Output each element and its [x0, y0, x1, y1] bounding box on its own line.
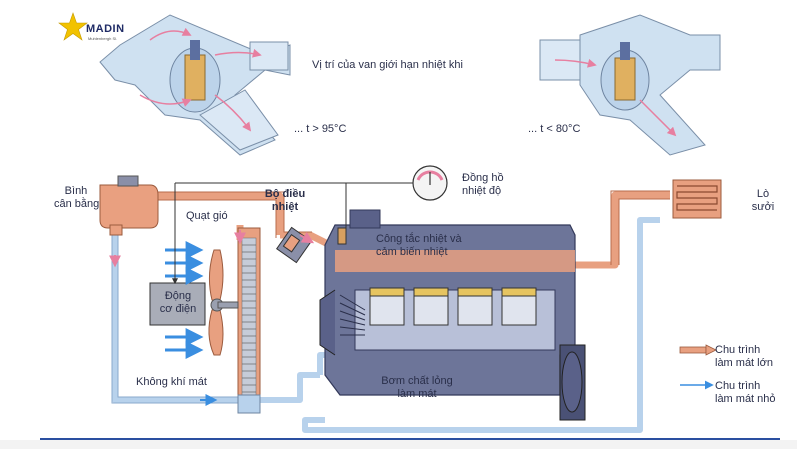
legend-large-cycle-label: Chu trình làm mát lớn — [715, 344, 773, 370]
cool-air-label: Không khí mát — [136, 376, 207, 388]
thermostat-valve-cold-illustration — [539, 14, 721, 156]
expansion-tank-label: Bình cân bằng — [54, 185, 100, 211]
thermostat-label-line2: nhiệt — [271, 201, 299, 213]
gauge-label-line2: nhiệt độ — [462, 185, 502, 197]
gauge-wires — [172, 182, 413, 285]
valve-position-title: Vị trí của van giới hạn nhiệt khi — [312, 59, 463, 71]
legend-small-cycle-line2: làm mát nhỏ — [715, 393, 776, 405]
legend — [679, 344, 717, 390]
thermostat-label-line1: Bộ điều — [264, 188, 306, 200]
thermostat-label: Bộ điều nhiệt — [262, 188, 308, 214]
heater-label-line1: Lò — [756, 188, 770, 200]
cool-air-arrows — [165, 241, 204, 359]
gauge-label-line1: Đồng hồ — [462, 172, 504, 184]
heater-label-line2: sưởi — [751, 201, 775, 213]
temperature-gauge — [412, 165, 448, 201]
temp-switch-label-line1: Công tắc nhiệt và — [376, 233, 462, 245]
cold-condition-label: ... t < 80°C — [528, 123, 581, 135]
logo-subtext: Muhlenbergh Sl. — [88, 36, 118, 41]
star-icon — [58, 12, 88, 41]
madin-logo: MADIN Muhlenbergh Sl. — [58, 12, 158, 42]
heater-core — [672, 179, 722, 219]
temp-switch-label: Công tắc nhiệt và cảm biến nhiệt — [376, 233, 462, 259]
electric-motor-label-line1: Động — [164, 290, 192, 302]
heater-label: Lò sưởi — [748, 188, 778, 214]
temp-switch-label-line2: cảm biến nhiệt — [376, 246, 448, 258]
legend-small-cycle-label: Chu trình làm mát nhỏ — [715, 380, 776, 406]
expansion-tank-label-line2: cân bằng — [54, 198, 100, 210]
legend-large-cycle-line2: làm mát lớn — [715, 357, 773, 369]
legend-large-cycle-line1: Chu trình — [715, 344, 761, 356]
expansion-tank-label-line1: Bình — [64, 185, 88, 197]
footer-band — [0, 440, 797, 449]
pistons — [369, 287, 537, 326]
temperature-sensor — [337, 227, 347, 245]
pump-label: Bơm chất lỏng làm mát — [362, 375, 472, 401]
hot-condition-label: ... t > 95°C — [294, 123, 347, 135]
pump-label-line1: Bơm chất lỏng — [381, 375, 453, 387]
fan-label: Quạt gió — [186, 210, 228, 222]
bottom-divider — [40, 438, 780, 440]
radiator — [237, 227, 261, 414]
gauge-label: Đồng hồ nhiệt độ — [462, 172, 504, 198]
fan — [208, 249, 239, 356]
electric-motor-label: Động cơ điện — [152, 290, 204, 316]
legend-large-cycle-swatch — [679, 346, 707, 354]
legend-small-cycle-line1: Chu trình — [715, 380, 761, 392]
thermostat-valve-hot-illustration — [99, 14, 291, 156]
pump-label-line2: làm mát — [397, 388, 437, 400]
expansion-tank — [99, 175, 159, 236]
electric-motor-label-line2: cơ điện — [159, 303, 197, 315]
engine-block — [319, 209, 586, 421]
flow-arrows — [109, 230, 315, 406]
logo-text: MADIN — [86, 23, 125, 35]
